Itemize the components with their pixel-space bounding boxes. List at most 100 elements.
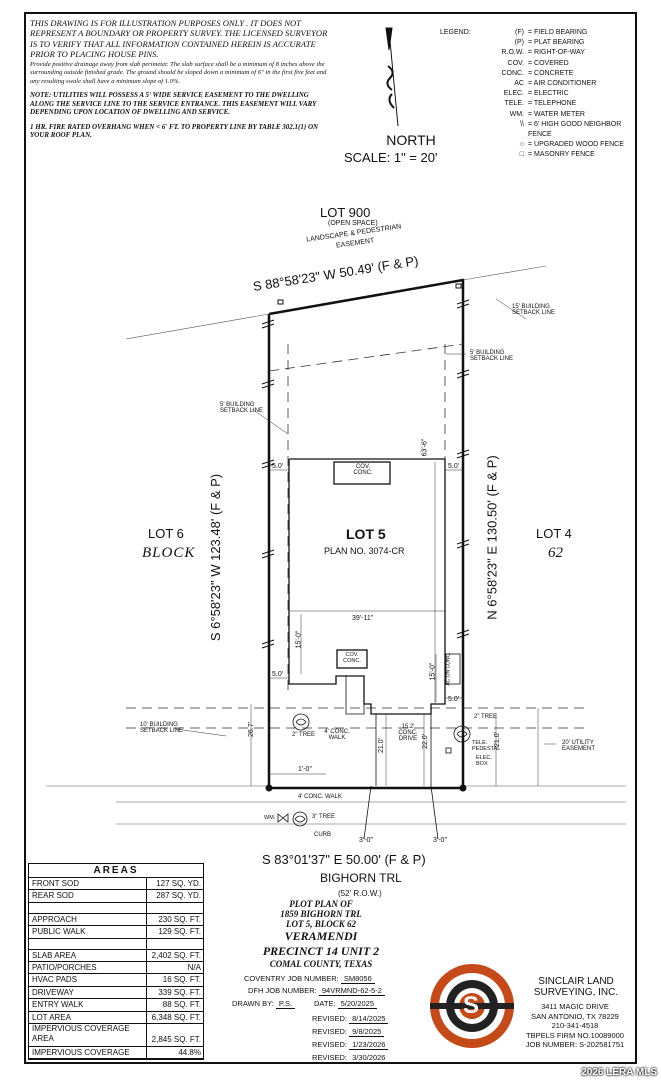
legend-value: = COVERED [528, 59, 569, 67]
area-value: 129 SQ. FT. [158, 927, 201, 937]
lot-name: LOT 5 [346, 526, 386, 542]
tree-2b: 2" TREE [474, 714, 498, 720]
area-name: FRONT SOD [29, 878, 147, 890]
cov-conc-rear: COV. CONC. [353, 464, 373, 476]
area-name [29, 902, 147, 913]
tree-symbols [292, 713, 471, 827]
dim-3a: 3'-0" [359, 837, 373, 844]
legend-value: = TELEPHONE [528, 100, 577, 108]
dim-21a: 21.0' [377, 738, 385, 753]
lot-top-label: LOT 900 [320, 205, 371, 220]
area-name: IMPERVIOUS COVERAGE AREA [29, 1023, 147, 1046]
company-name-1: SINCLAIR LAND [538, 976, 614, 987]
company-name-2: SURVEYING, INC. [533, 987, 619, 998]
drawn-label: DRAWN BY: [232, 999, 274, 1008]
area-name: REAR SOD [29, 890, 147, 902]
dfh-label: DFH JOB NUMBER: [248, 986, 317, 995]
drawing-canvas [46, 27, 626, 1048]
area-name: APPROACH [29, 913, 147, 926]
legend-item: \\= 6' HIGH GOOD NEIGHBOR FENCE [474, 120, 635, 140]
legend-key: □ [519, 151, 524, 159]
legend-key: AC [514, 80, 524, 88]
dim-depth: 63'-6" [421, 438, 429, 457]
legend-value: = FIELD BEARING [528, 29, 588, 36]
legend-item: □ = MASONRY FENCE [474, 150, 635, 160]
legend-item: COV. = COVERED [474, 59, 635, 69]
revision-row: REVISED: 8/14/2025 [312, 1014, 389, 1024]
setback-5-right: 5' BUILDING SETBACK LINE [470, 350, 514, 362]
logo-letter: S [463, 992, 480, 1019]
bearing-bottom: S 83°01'37" E 50.00' (F & P) [262, 852, 426, 867]
utility-easement: 20' UTILITY EASEMENT [562, 740, 596, 752]
area-value: 2,402 SQ. FT. [151, 950, 201, 960]
adjacent-lot-lines [46, 265, 626, 825]
legend-item: ○= UPGRADED WOOD FENCE [474, 140, 635, 150]
fire-note: 1 HR. FIRE RATED OVERHANG WHEN < 6' FT. … [30, 122, 319, 140]
coventry-value: SM8056 [340, 974, 375, 984]
legend-key: TELE. [504, 100, 524, 108]
legend-item: (F)= FIELD BEARING [474, 28, 635, 38]
curb-label: CURB [314, 832, 332, 838]
date-label: DATE: [314, 999, 336, 1008]
area-value: 16 SQ. FT. [162, 975, 201, 985]
plan-number: PLAN NO. 3074-CR [324, 546, 405, 556]
company-logo [430, 964, 514, 1048]
dim-5c: 5.0' [272, 671, 284, 678]
areas-row: HVAC PADS 16 SQ. FT. [29, 974, 203, 987]
drive-walk [345, 653, 461, 840]
legend-value: = AIR CONDITIONER [528, 80, 597, 88]
legend-key: ○ [519, 141, 524, 149]
legend-key: COV. [507, 59, 524, 67]
setback-10: 10' BUILDING SETBACK LINE [140, 722, 184, 734]
company-info: 3411 MAGIC DRIVE SAN ANTONIO, TX 78229 2… [512, 1002, 635, 1050]
area-value: 88 SQ. FT. [162, 1000, 201, 1010]
area-value [147, 903, 203, 913]
masonry-marker [277, 299, 284, 305]
revision-date: 8/14/2025 [349, 1014, 389, 1024]
row-label: (52' R.O.W.) [338, 889, 382, 898]
area-name: PUBLIC WALK [29, 926, 147, 938]
area-name: IMPERVIOUS COVERAGE [29, 1046, 147, 1059]
date-value: 5/20/2025 [337, 999, 377, 1009]
legend-value: = MASONRY FENCE [528, 151, 595, 159]
revision-date: 9/8/2025 [349, 1027, 385, 1037]
legend-key: \\ [520, 120, 524, 128]
area-value: 230 SQ. FT. [158, 914, 201, 924]
areas-row [29, 938, 203, 950]
revision-label: REVISED: [312, 1053, 348, 1062]
legend-item: WM.= WATER METER [474, 110, 635, 120]
area-value: 287 SQ. YD. [156, 891, 201, 901]
legend-item: ELEC.= ELECTRIC [474, 89, 635, 99]
tree-2a: 2" TREE [292, 732, 316, 738]
dimension-lines [175, 298, 556, 786]
area-name: PATIO/PORCHES [29, 961, 147, 974]
legend-value: = WATER METER [528, 110, 585, 118]
revision-row: REVISED: 1/23/2026 [312, 1040, 389, 1050]
street-name: BIGHORN TRL [320, 871, 402, 885]
area-value: 6,348 SQ. FT. [151, 1012, 201, 1022]
legend-value: = RIGHT-OF-WAY [528, 49, 585, 57]
coventry-label: COVENTRY JOB NUMBER: [244, 974, 339, 983]
lot-right: LOT 4 [536, 526, 572, 541]
setback-5-left: 5' BUILDING SETBACK LINE [220, 402, 264, 414]
revision-row: REVISED: 3/30/2026 [312, 1053, 388, 1062]
general-notes: THIS DRAWING IS FOR ILLUSTRATION PURPOSE… [30, 18, 330, 139]
water-meter-icon [277, 813, 289, 823]
area-name: HVAC PADS [29, 974, 147, 986]
drawn-by: DRAWN BY: P.S. [232, 999, 296, 1009]
dim-3b: 3'-0" [433, 837, 447, 844]
dim-5a: 5.0' [272, 463, 284, 470]
legend-item: R.O.W.= RIGHT-OF-WAY [474, 48, 635, 58]
company-address-2: SAN ANTONIO, TX 78229 [531, 1011, 619, 1021]
title-line2: 1859 BIGHORN TRL [280, 909, 362, 919]
legend-value: = PLAT BEARING [528, 39, 585, 47]
dim-5d: 5.0' [448, 696, 460, 703]
areas-row: PUBLIC WALK 129 SQ. FT. [29, 926, 203, 939]
dim-15b: 15'-0" [429, 662, 437, 681]
